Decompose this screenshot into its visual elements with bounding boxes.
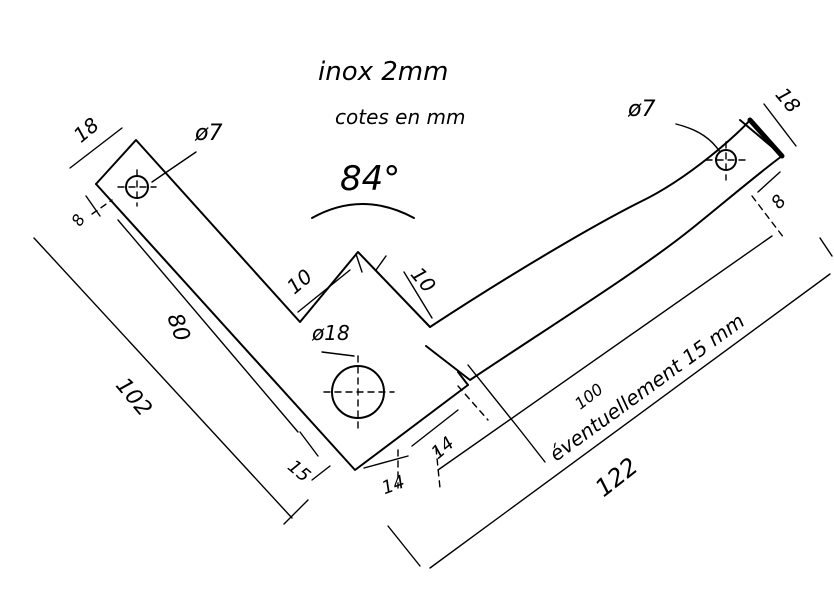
right-outer-label: 122 — [590, 452, 643, 502]
right-14-dim — [411, 409, 459, 447]
left-width-label: 18 — [69, 113, 104, 148]
units-note: cotes en mm — [335, 105, 465, 129]
left-outer-label: 102 — [110, 373, 156, 421]
left-hole-leader — [151, 151, 197, 183]
center-offset-label: 15 — [283, 456, 314, 487]
bottom-14-label: 14 — [379, 472, 408, 500]
right-hole-offset-label: 8 — [767, 191, 790, 213]
left-hole-label: ø7 — [194, 121, 222, 146]
center-hole-leader — [321, 351, 355, 357]
angle-label: 84° — [340, 159, 400, 199]
notch-left-label: 10 — [282, 264, 317, 299]
left-inner-dim — [117, 219, 299, 433]
notch-left-dim — [297, 269, 351, 313]
left-outer-dim — [33, 237, 293, 519]
right-hole-leader — [675, 123, 721, 153]
right-hole — [705, 141, 785, 239]
notch-right-dim — [403, 271, 433, 319]
right-outer-dim — [429, 273, 831, 569]
center-hole-label: ø18 — [311, 321, 350, 345]
bottom-14-dim — [363, 455, 409, 469]
bend-note: éventuellement 15 mm — [545, 309, 749, 466]
right-end-dim — [763, 103, 797, 147]
right-inner-dim — [437, 235, 773, 471]
center-hole — [323, 355, 395, 429]
material-label: inox 2mm — [318, 57, 448, 87]
bend-leader — [467, 364, 546, 463]
left-hole-offset-label: 8 — [67, 211, 89, 229]
part-outline — [95, 117, 785, 471]
left-inner-label: 80 — [161, 310, 194, 345]
left-hole — [91, 169, 157, 215]
right-hole-label: ø7 — [627, 97, 655, 122]
notch-right-label: 10 — [406, 262, 441, 297]
angle-arc — [311, 203, 415, 219]
left-width-dim — [69, 127, 123, 169]
right-end-label: 18 — [771, 83, 806, 118]
center-offset-dim — [299, 431, 319, 457]
